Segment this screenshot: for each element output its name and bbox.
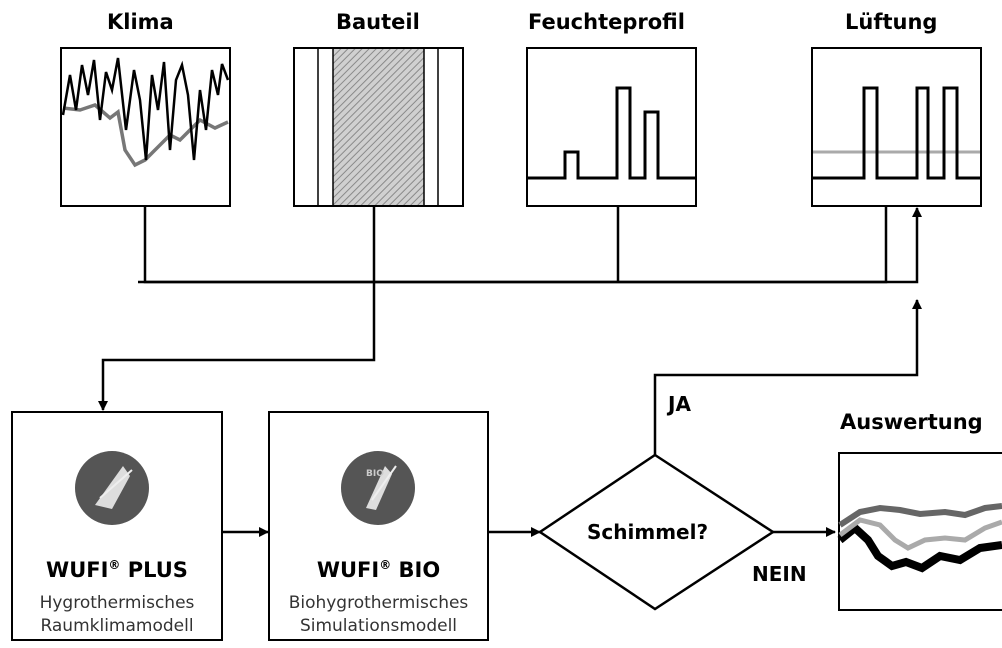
feuchteprofil-title: Feuchteprofil bbox=[528, 10, 685, 34]
auswertung-black-curve bbox=[837, 522, 1002, 573]
lueftung-panel bbox=[811, 47, 982, 207]
feuchteprofil-curve bbox=[528, 86, 695, 180]
lueftung-title: Lüftung bbox=[845, 10, 938, 34]
wufi-plus-reg: ® bbox=[108, 558, 121, 572]
wufi-bio-name: WUFI bbox=[316, 558, 380, 582]
lueftung-curve bbox=[813, 86, 980, 180]
bio-icon-label: BIO bbox=[366, 469, 384, 479]
auswertung-lightgray-curve bbox=[838, 517, 1002, 551]
klima-black-curve bbox=[61, 57, 230, 161]
feuchteprofil-panel bbox=[526, 47, 697, 207]
klima-title: Klima bbox=[107, 10, 174, 34]
wufi-bio-icon bbox=[341, 451, 415, 525]
decision-no-label: NEIN bbox=[752, 562, 807, 586]
auswertung-panel bbox=[837, 452, 1002, 611]
decision-yes-label: JA bbox=[668, 392, 691, 416]
wufi-plus-subtitle-1: Hygrothermisches bbox=[39, 593, 195, 613]
wufi-bio-box bbox=[268, 411, 489, 641]
decision-diamond bbox=[537, 453, 776, 611]
bauteil-title: Bauteil bbox=[336, 10, 420, 34]
wufi-plus-subtitle-2: Raumklimamodell bbox=[40, 616, 194, 636]
wufi-bio-reg: ® bbox=[379, 558, 392, 572]
bauteil-panel bbox=[293, 47, 464, 207]
wufi-plus-box bbox=[11, 411, 223, 641]
wufi-plus-suffix: PLUS bbox=[127, 558, 188, 582]
wufi-bio-suffix: BIO bbox=[398, 558, 441, 582]
decision-question: Schimmel? bbox=[587, 520, 709, 544]
klima-panel bbox=[60, 47, 231, 207]
wufi-plus-icon bbox=[75, 451, 149, 525]
wufi-plus-name: WUFI bbox=[46, 558, 109, 582]
wufi-bio-subtitle-1: Biohygrothermisches bbox=[288, 593, 469, 613]
wufi-plus-title: WUFI® PLUS bbox=[12, 558, 222, 582]
connector-lines bbox=[98, 206, 922, 537]
wufi-bio-title: WUFI® BIO bbox=[269, 558, 488, 582]
auswertung-gray-curve bbox=[838, 503, 1002, 528]
wufi-bio-subtitle-2: Simulationsmodell bbox=[299, 616, 458, 636]
auswertung-title: Auswertung bbox=[840, 410, 983, 434]
